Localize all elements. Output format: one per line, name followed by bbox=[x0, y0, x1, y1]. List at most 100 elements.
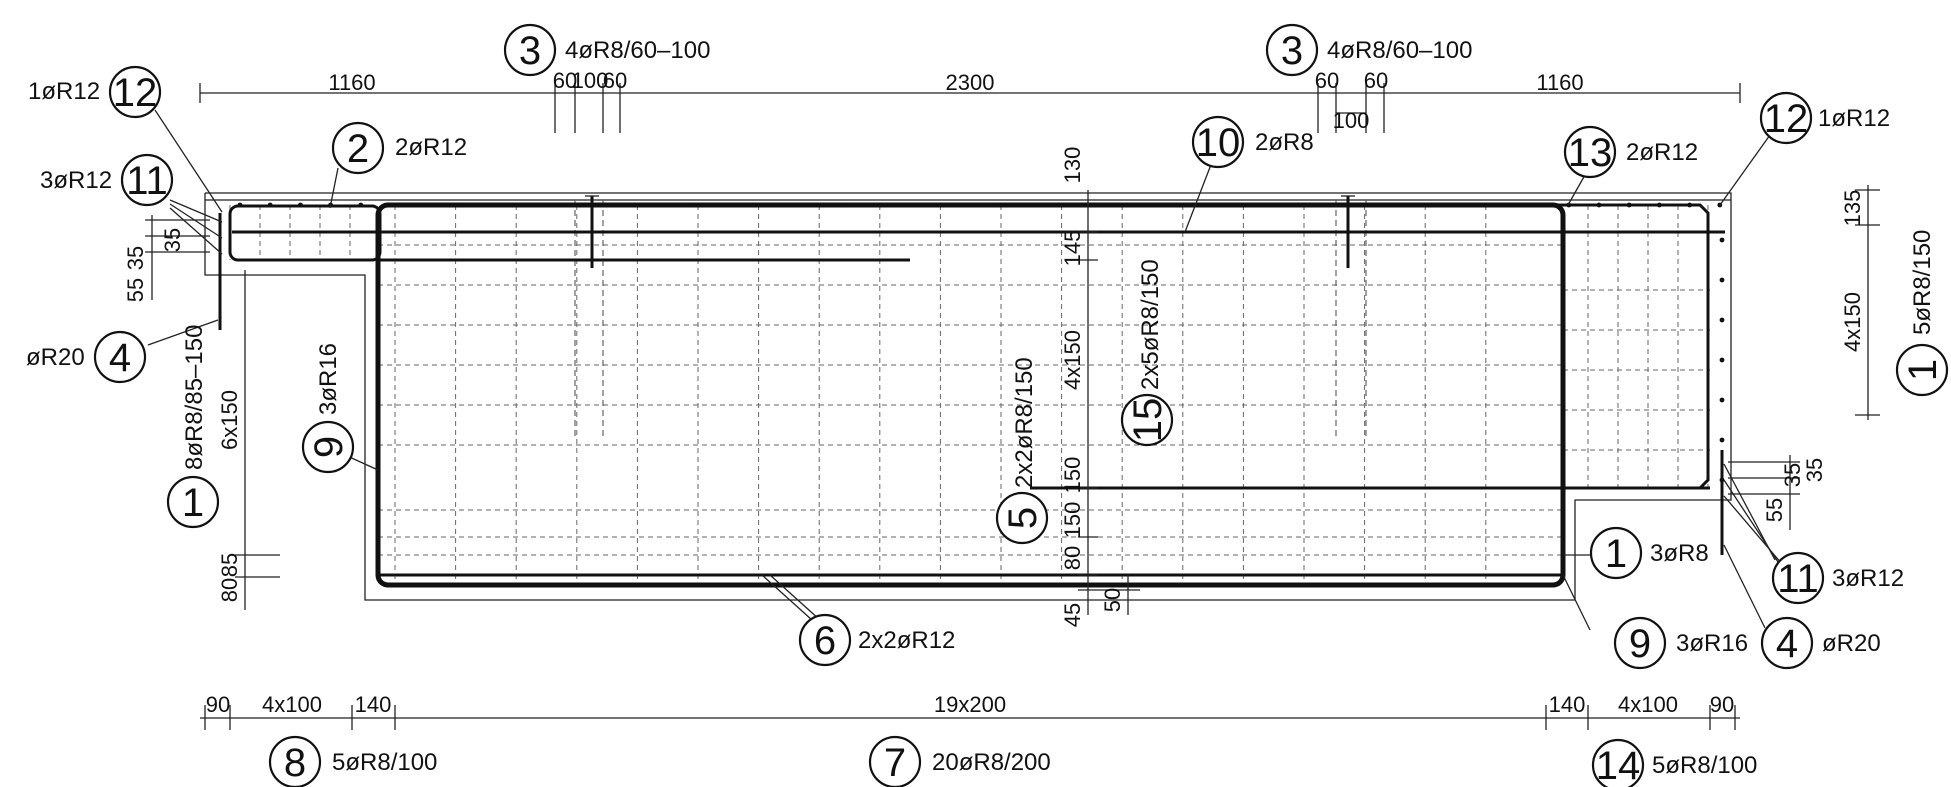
bar-dot bbox=[751, 202, 756, 208]
bar-dot bbox=[756, 582, 761, 588]
dim-top-1160-left: 1160 bbox=[328, 70, 375, 95]
dim-bot-4x100-left: 4x100 bbox=[262, 692, 322, 717]
dim-bot-90-right: 90 bbox=[1710, 692, 1734, 717]
dim-top-60-a: 60 bbox=[553, 68, 577, 93]
callout-3-right-mark: 3 bbox=[1281, 29, 1303, 73]
callout-1-right-top-mark: 1 bbox=[1901, 359, 1945, 381]
bar-dot bbox=[1657, 202, 1662, 208]
callout-9-left-mark: 9 bbox=[307, 436, 351, 458]
dim-left-35-a: 35 bbox=[123, 246, 148, 270]
bar-dot bbox=[635, 582, 640, 588]
dim-left-35-b: 35 bbox=[160, 228, 185, 252]
bar-dot bbox=[509, 202, 515, 208]
bar-dot bbox=[1294, 202, 1300, 208]
callout-2-label: 2øR12 bbox=[395, 134, 467, 161]
bar-dot bbox=[720, 202, 726, 208]
bar-dot bbox=[1264, 202, 1270, 208]
bar-dot bbox=[539, 202, 545, 208]
bar-dot bbox=[267, 202, 273, 208]
bar-dot bbox=[1331, 582, 1337, 588]
bar-dot bbox=[816, 582, 822, 588]
bar-dot bbox=[786, 582, 792, 588]
bar-dot bbox=[1143, 202, 1149, 208]
bar-dot bbox=[600, 202, 605, 208]
callout-6-label: 2x2øR12 bbox=[858, 627, 955, 654]
dim-right-135: 135 bbox=[1840, 190, 1865, 227]
callout-12-right-mark: 12 bbox=[1764, 97, 1809, 141]
bar-dot bbox=[1301, 582, 1307, 588]
callout-11-right-label: 3øR12 bbox=[1832, 565, 1904, 592]
dim-mid-130: 130 bbox=[1060, 147, 1085, 184]
bar-dot bbox=[1445, 202, 1451, 208]
bar-dot bbox=[1362, 582, 1367, 588]
callout-1-left-mark: 1 bbox=[182, 481, 204, 525]
dim-top-100-b: 100 bbox=[1333, 108, 1370, 133]
dim-mid-150-a: 150 bbox=[1060, 457, 1085, 494]
dim-top-100-a: 100 bbox=[572, 68, 609, 93]
bar-dot bbox=[1204, 202, 1209, 208]
bar-dots bbox=[237, 202, 1725, 588]
bar-dot bbox=[375, 317, 381, 323]
callout-1-right-top-label: 5øR8/150 bbox=[1909, 230, 1936, 335]
bar-dot bbox=[1453, 582, 1458, 588]
bar-dot bbox=[902, 202, 907, 208]
leader-lines bbox=[147, 109, 1783, 631]
dim-right-55: 55 bbox=[1762, 498, 1787, 522]
bar-dot bbox=[1324, 202, 1330, 208]
bar-dot bbox=[1719, 437, 1725, 443]
dim-bot-140-left: 140 bbox=[355, 692, 392, 717]
dim-top-2300: 2300 bbox=[946, 70, 995, 95]
callout-1-left-label: 8øR8/85–150 bbox=[181, 325, 208, 470]
bar-dot bbox=[1513, 582, 1519, 588]
bar-dot bbox=[358, 202, 364, 208]
bar-dot bbox=[1173, 202, 1179, 208]
callout-10-mark: 10 bbox=[1196, 121, 1241, 165]
bar-dot bbox=[660, 202, 666, 208]
concrete-outline bbox=[204, 192, 1732, 601]
bar-dot bbox=[1210, 582, 1216, 588]
bar-dot bbox=[1083, 202, 1088, 208]
bar-dot bbox=[388, 202, 394, 208]
callout-3-left-label: 4øR8/60–100 bbox=[565, 37, 710, 64]
callout-9-left-label: 3øR16 bbox=[315, 343, 342, 415]
bar-dot bbox=[1180, 582, 1186, 588]
dim-right-4x150: 4x150 bbox=[1840, 292, 1865, 352]
dim-mid-45: 45 bbox=[1060, 603, 1085, 627]
bar-dot bbox=[375, 277, 381, 283]
bar-dot bbox=[1483, 582, 1489, 588]
callout-13-mark: 13 bbox=[1568, 131, 1613, 175]
callout-5-mark: 5 bbox=[1001, 507, 1045, 529]
dim-left-80: 80 bbox=[217, 578, 242, 602]
bar-dot bbox=[938, 582, 943, 588]
callout-7-label: 20øR8/200 bbox=[932, 749, 1051, 776]
stirrup-grid bbox=[229, 200, 1710, 585]
bar-dot bbox=[1053, 202, 1058, 208]
dim-mid-145: 145 bbox=[1060, 230, 1085, 267]
dimension-lines: 1160 2300 1160 60 100 60 60 60 100 35 35… bbox=[123, 68, 1880, 730]
bar-dot bbox=[422, 582, 428, 588]
dim-bot-19x200: 19x200 bbox=[934, 692, 1006, 717]
dim-mid-50: 50 bbox=[1100, 588, 1125, 612]
callout-6-mark: 6 bbox=[814, 619, 836, 663]
bar-dot bbox=[392, 582, 398, 588]
callout-5-label: 2x2øR8/150 bbox=[1011, 357, 1038, 488]
callout-11-left-mark: 11 bbox=[126, 159, 168, 203]
bar-dot bbox=[1719, 317, 1725, 323]
bar-dot bbox=[968, 582, 974, 588]
bar-dot bbox=[1719, 477, 1725, 483]
bar-dot bbox=[665, 582, 671, 588]
dim-top-1160-right: 1160 bbox=[1536, 70, 1583, 95]
bar-dot bbox=[907, 582, 913, 588]
dim-right-35-b: 35 bbox=[1802, 458, 1827, 482]
bar-dot bbox=[574, 582, 580, 588]
bar-dot bbox=[1687, 202, 1692, 208]
callout-11-right-mark: 11 bbox=[1777, 557, 1819, 601]
bar-dot bbox=[375, 517, 381, 523]
bar-dot bbox=[483, 582, 489, 588]
dim-left-55: 55 bbox=[123, 278, 148, 302]
callout-7-mark: 7 bbox=[884, 741, 906, 785]
callout-12-right-label: 1øR12 bbox=[1818, 105, 1890, 132]
dim-mid-4x150: 4x150 bbox=[1060, 330, 1085, 390]
bar-dot bbox=[1241, 582, 1246, 588]
